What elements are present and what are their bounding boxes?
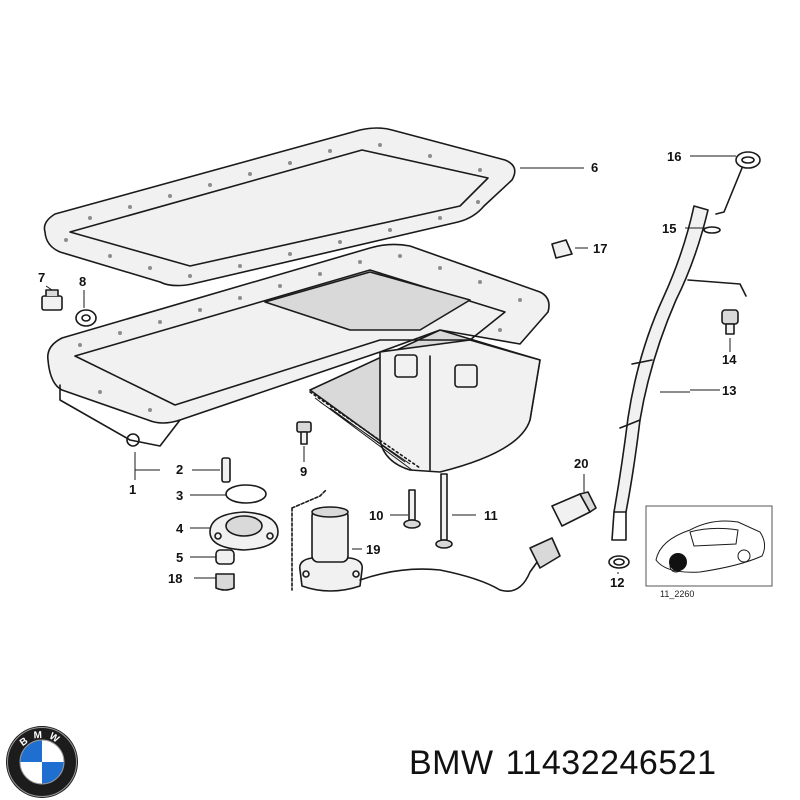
oil-level-sensor bbox=[291, 489, 541, 592]
hex-bolt bbox=[721, 309, 739, 335]
leader-lines bbox=[45, 155, 736, 579]
stud-bolt bbox=[221, 457, 231, 483]
o-ring bbox=[225, 484, 267, 504]
callout-18: 18 bbox=[168, 571, 182, 586]
callout-12: 12 bbox=[610, 575, 624, 590]
vehicle-location-inset: 11_2260 bbox=[645, 505, 773, 599]
cover-plate bbox=[209, 511, 279, 551]
callout-10: 10 bbox=[369, 508, 383, 523]
callout-2: 2 bbox=[176, 462, 183, 477]
callout-labels: 6 17 7 8 2 1 3 4 5 18 9 10 11 19 20 12 1… bbox=[38, 149, 737, 590]
callout-17: 17 bbox=[593, 241, 607, 256]
grommet bbox=[215, 549, 235, 565]
callout-20: 20 bbox=[574, 456, 588, 471]
dipstick bbox=[715, 151, 761, 215]
part-caption: BMW 11432246521 bbox=[409, 738, 789, 788]
brand-name: BMW bbox=[409, 744, 494, 782]
bolt-short bbox=[403, 489, 421, 529]
callout-6: 6 bbox=[591, 160, 598, 175]
callout-19: 19 bbox=[366, 542, 380, 557]
sensor-connector bbox=[529, 491, 597, 569]
callout-1: 1 bbox=[129, 482, 136, 497]
callout-8: 8 bbox=[79, 274, 86, 289]
drain-plug bbox=[41, 289, 63, 311]
oil-pan bbox=[46, 243, 550, 473]
bmw-logo: BMW bbox=[6, 726, 78, 798]
dipstick-guide-tube bbox=[611, 205, 747, 541]
callout-7: 7 bbox=[38, 270, 45, 285]
callout-13: 13 bbox=[722, 383, 736, 398]
callout-16: 16 bbox=[667, 149, 681, 164]
screw bbox=[296, 421, 312, 445]
part-number: 11432246521 bbox=[505, 744, 717, 782]
callout-15: 15 bbox=[662, 221, 676, 236]
callout-4: 4 bbox=[176, 521, 184, 536]
callout-14: 14 bbox=[722, 352, 737, 367]
cap bbox=[215, 573, 235, 591]
inset-code-label: 11_2260 bbox=[660, 589, 694, 599]
callout-11: 11 bbox=[484, 508, 498, 523]
tube-seal bbox=[608, 555, 630, 569]
dipstick-o-ring bbox=[703, 226, 721, 234]
sealing-ring bbox=[75, 309, 97, 327]
callout-3: 3 bbox=[176, 488, 183, 503]
clip bbox=[551, 239, 573, 259]
oil-pan-gasket bbox=[43, 127, 516, 287]
bolt-long bbox=[435, 473, 453, 549]
callout-5: 5 bbox=[176, 550, 183, 565]
callout-9: 9 bbox=[300, 464, 307, 479]
